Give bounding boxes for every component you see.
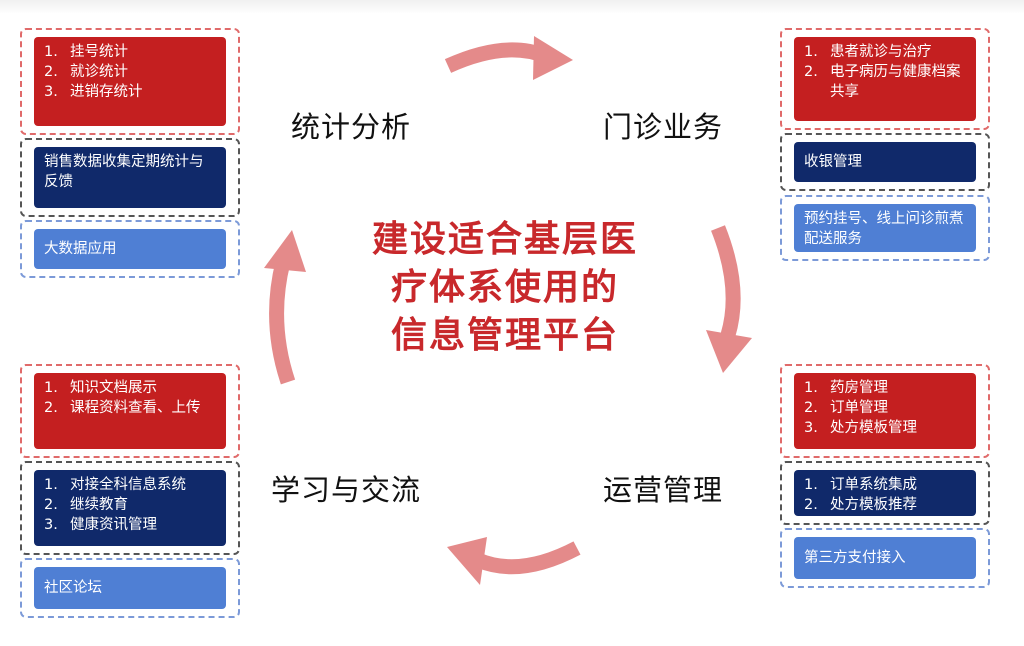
statistics-red-group: 1.挂号统计 2.就诊统计 3.进销存统计 — [20, 28, 240, 135]
outpatient-red-group: 1.患者就诊与治疗 2.电子病历与健康档案共享 — [780, 28, 990, 130]
center-title: 建设适合基层医 疗体系使用的 信息管理平台 — [355, 216, 655, 360]
learning-red-box: 1.知识文档展示 2.课程资料查看、上传 — [34, 373, 226, 449]
list-item: 2.课程资料查看、上传 — [44, 400, 201, 416]
list-item: 1.患者就诊与治疗 — [804, 44, 932, 60]
list-item: 1.对接全科信息系统 — [44, 477, 186, 493]
learning-navy-group: 1.对接全科信息系统 2.继续教育 3.健康资讯管理 — [20, 461, 240, 555]
outpatient-red-box: 1.患者就诊与治疗 2.电子病历与健康档案共享 — [794, 37, 976, 121]
list-item: 1.知识文档展示 — [44, 380, 157, 396]
statistics-navy-box: 销售数据收集定期统计与反馈 — [34, 147, 226, 208]
learning-blue-group: 社区论坛 — [20, 558, 240, 618]
list-item: 2.就诊统计 — [44, 64, 128, 80]
list-item: 3.健康资讯管理 — [44, 517, 157, 533]
learning-blue-box: 社区论坛 — [34, 567, 226, 609]
top-strip — [0, 0, 1024, 14]
list-item: 2.订单管理 — [804, 400, 888, 416]
outpatient-blue-group: 预约挂号、线上问诊煎煮配送服务 — [780, 195, 990, 261]
operations-navy-box: 1.订单系统集成 2.处方模板推荐 — [794, 470, 976, 516]
arrow-left-shaft — [269, 260, 296, 385]
operations-blue-box: 第三方支付接入 — [794, 537, 976, 579]
stage-label-statistics: 统计分析 — [291, 110, 412, 144]
center-title-line-1: 建设适合基层医 — [371, 219, 638, 260]
list-item: 2.处方模板推荐 — [804, 497, 917, 513]
arrow-right-head — [706, 330, 752, 373]
list-item: 3.处方模板管理 — [804, 420, 917, 436]
statistics-blue-box: 大数据应用 — [34, 229, 226, 269]
arrow-left-head — [264, 230, 306, 272]
center-title-line-2: 疗体系使用的 — [390, 267, 619, 308]
operations-blue-group: 第三方支付接入 — [780, 528, 990, 588]
arrow-right-shaft — [711, 225, 741, 338]
arrow-top-shaft — [444, 42, 548, 73]
list-item: 2.电子病历与健康档案共享 — [804, 64, 961, 100]
stage-label-outpatient: 门诊业务 — [603, 110, 724, 144]
list-item: 1.药房管理 — [804, 380, 888, 396]
list-item: 1.挂号统计 — [44, 44, 128, 60]
statistics-navy-group: 销售数据收集定期统计与反馈 — [20, 138, 240, 217]
outpatient-blue-box: 预约挂号、线上问诊煎煮配送服务 — [794, 204, 976, 252]
statistics-blue-group: 大数据应用 — [20, 220, 240, 278]
center-title-line-3: 信息管理平台 — [390, 315, 619, 356]
outpatient-navy-group: 收银管理 — [780, 133, 990, 191]
operations-red-box: 1.药房管理 2.订单管理 3.处方模板管理 — [794, 373, 976, 449]
operations-navy-group: 1.订单系统集成 2.处方模板推荐 — [780, 461, 990, 525]
operations-red-group: 1.药房管理 2.订单管理 3.处方模板管理 — [780, 364, 990, 458]
list-item: 1.订单系统集成 — [804, 477, 917, 493]
learning-navy-box: 1.对接全科信息系统 2.继续教育 3.健康资讯管理 — [34, 470, 226, 546]
list-item: 2.继续教育 — [44, 497, 128, 513]
arrow-top-head — [533, 36, 573, 80]
list-item: 3.进销存统计 — [44, 84, 143, 100]
learning-red-group: 1.知识文档展示 2.课程资料查看、上传 — [20, 364, 240, 458]
stage-label-operations: 运营管理 — [603, 473, 724, 507]
arrow-bottom-head — [447, 537, 487, 585]
arrow-bottom-shaft — [475, 541, 581, 575]
outpatient-navy-box: 收银管理 — [794, 142, 976, 182]
stage-label-learning: 学习与交流 — [271, 473, 422, 507]
statistics-red-box: 1.挂号统计 2.就诊统计 3.进销存统计 — [34, 37, 226, 126]
